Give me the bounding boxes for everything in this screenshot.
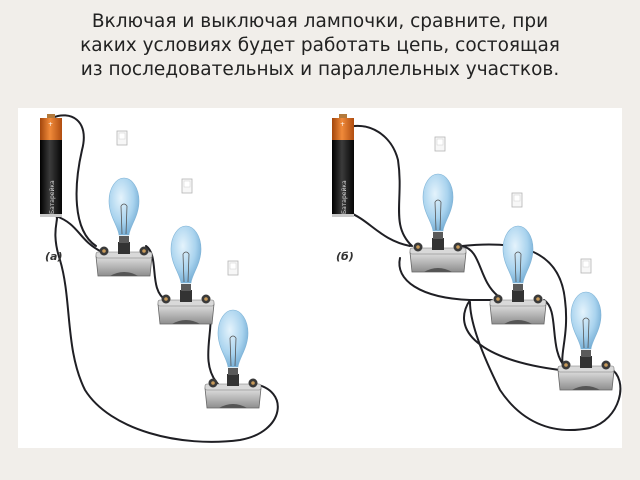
circuit-a-label: (а) <box>45 250 62 263</box>
lamp-b2 <box>489 225 547 325</box>
title-line-3: из последовательных и параллельных участ… <box>80 59 560 80</box>
switch-a3[interactable] <box>227 260 239 276</box>
switch-a1[interactable] <box>116 130 128 146</box>
lamp-a3 <box>204 309 262 409</box>
lamp-a1 <box>95 177 153 277</box>
switch-b3[interactable] <box>580 258 592 274</box>
circuit-b-label: (б) <box>336 250 354 263</box>
wires-b <box>343 125 622 432</box>
lamp-b1 <box>409 173 467 273</box>
title-line-1: Включая и выключая лампочки, сравните, п… <box>91 11 549 32</box>
title-line-2: каких условиях будет работать цепь, сост… <box>80 35 560 56</box>
lamp-a2 <box>157 225 215 325</box>
circuit-b: Батарейка (б) <box>332 114 622 432</box>
switch-b1[interactable] <box>434 136 446 152</box>
circuit-a: Батарейка (а) <box>40 114 279 443</box>
switch-a2[interactable] <box>181 178 193 194</box>
slide-title: Включая и выключая лампочки, сравните, п… <box>0 10 640 82</box>
battery-b-text: Батарейка <box>341 180 348 214</box>
battery-a-text: Батарейка <box>49 180 56 214</box>
switch-b2[interactable] <box>511 192 523 208</box>
